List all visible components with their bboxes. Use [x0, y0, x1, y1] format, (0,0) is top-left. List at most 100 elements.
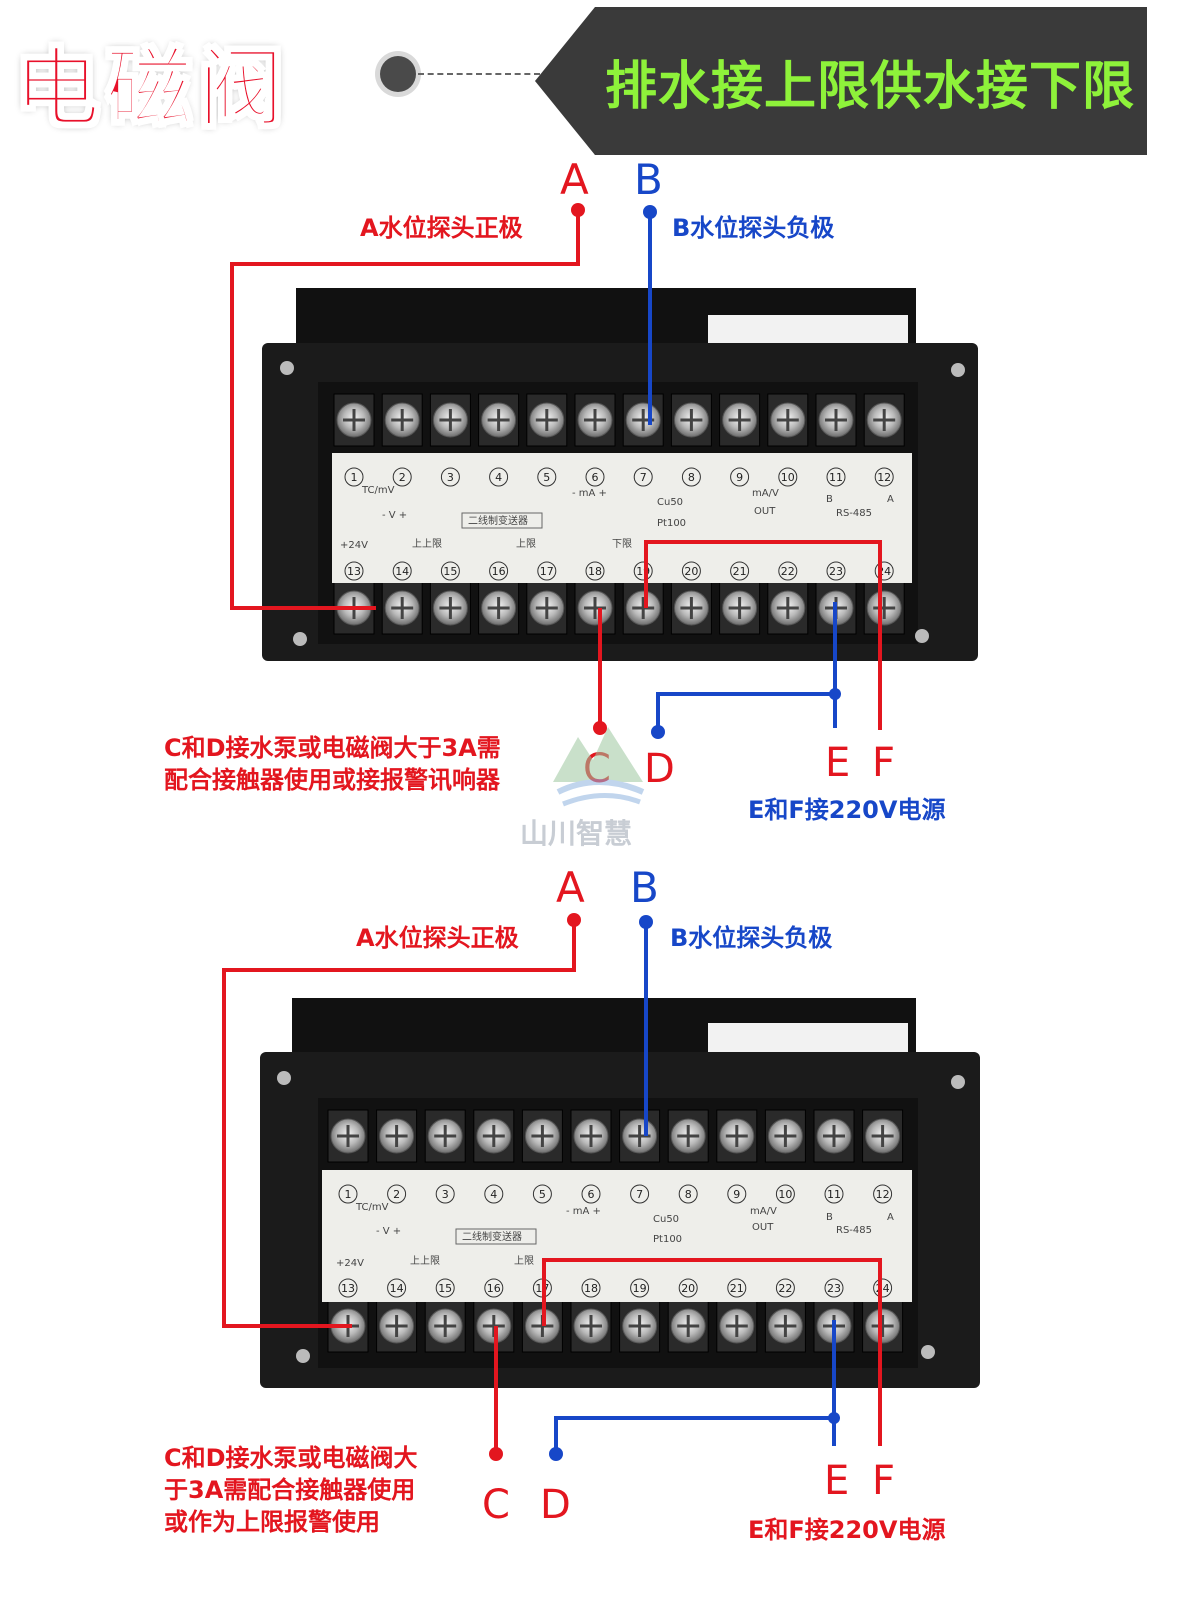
- terminal-screw-icon: [670, 393, 712, 447]
- label-f: F: [872, 1458, 895, 1504]
- label-e: E: [824, 1458, 849, 1504]
- terminal-a-dot: [567, 913, 581, 927]
- terminal-number-circle: [537, 467, 557, 487]
- terminal-screw-icon: [473, 1109, 515, 1163]
- terminal-screw-icon: [376, 1299, 418, 1353]
- wire-d-f: [644, 540, 882, 730]
- terminal-number: 1: [345, 1188, 352, 1201]
- terminal-screw-icon: [381, 581, 423, 635]
- junction-dot: [828, 1412, 840, 1424]
- terminal-number-circle: [678, 1278, 698, 1298]
- panel-ma-label: - mA +: [572, 488, 607, 499]
- terminal-number: 4: [490, 1188, 497, 1201]
- terminal-number-circle: [344, 561, 364, 581]
- mount-screw-icon: [293, 632, 307, 646]
- terminal-a-dot: [571, 203, 585, 217]
- terminal-number: 23: [829, 565, 843, 578]
- terminal-number-circle: [387, 1278, 407, 1298]
- terminal-number: 3: [447, 471, 454, 484]
- terminal-number-circle: [874, 467, 894, 487]
- terminal-number: 14: [390, 1282, 404, 1295]
- terminal-number: 2: [393, 1188, 400, 1201]
- terminal-screw-icon: [667, 1109, 709, 1163]
- terminal-screw-icon: [619, 1109, 661, 1163]
- top-terminal-row: [333, 393, 905, 447]
- terminal-screw-icon: [767, 393, 809, 447]
- terminal-number-circle: [484, 1184, 504, 1204]
- terminal-b-dot: [643, 205, 657, 219]
- terminal-number: 19: [636, 565, 650, 578]
- terminal-number: 7: [636, 1188, 643, 1201]
- label-b-desc: B水位探头负极: [670, 924, 832, 952]
- panel-v-label: - V +: [382, 510, 407, 521]
- terminal-number: 4: [495, 471, 502, 484]
- terminal-number: 7: [640, 471, 647, 484]
- terminal-number: 6: [592, 471, 599, 484]
- terminal-screw-icon: [622, 393, 664, 447]
- terminal-screw-icon: [862, 1299, 904, 1353]
- terminal-number-circle: [873, 1184, 893, 1204]
- terminal-number-circle: [730, 561, 750, 581]
- label-a-desc: A水位探头正极: [356, 924, 519, 952]
- terminal-number-circle: [440, 561, 460, 581]
- top-terminal-row: [327, 1109, 904, 1163]
- terminal-number: 12: [877, 471, 891, 484]
- label-cd-desc-1: C和D接水泵或电磁阀大于3A需: [164, 734, 501, 762]
- terminal-number-circle: [338, 1278, 358, 1298]
- mount-screw-icon: [280, 361, 294, 375]
- terminal-number: 10: [778, 1188, 792, 1201]
- terminal-number: 5: [543, 471, 550, 484]
- terminal-number-circle: [585, 561, 605, 581]
- terminal-number-circle: [873, 1278, 893, 1298]
- terminal-screw-icon: [570, 1109, 612, 1163]
- terminal-number-circle: [633, 467, 653, 487]
- terminal-label-panel: [332, 453, 912, 583]
- terminal-number-circle: [678, 1184, 698, 1204]
- terminal-number-circle: [440, 467, 460, 487]
- terminal-screw-icon: [521, 1109, 563, 1163]
- banner: [535, 7, 1147, 155]
- terminal-number-circle: [633, 561, 653, 581]
- terminal-screw-icon: [764, 1299, 806, 1353]
- panel-tc-label: TC/mV: [355, 1202, 389, 1213]
- terminal-screw-icon: [670, 581, 712, 635]
- terminal-number: 1: [351, 471, 358, 484]
- terminal-screw-icon: [667, 1299, 709, 1353]
- terminal-number-circle: [537, 561, 557, 581]
- terminal-number-circle: [585, 467, 605, 487]
- mount-screw-icon: [915, 629, 929, 643]
- label-e: E: [825, 740, 850, 786]
- terminal-number: 20: [681, 1282, 695, 1295]
- terminal-number: 9: [736, 471, 743, 484]
- terminal-screw-icon: [716, 1109, 758, 1163]
- panel-upper-upper-label: 上上限: [410, 1255, 440, 1267]
- label-cd-desc-2: 于3A需配合接触器使用: [164, 1476, 415, 1504]
- terminal-number: 8: [685, 1188, 692, 1201]
- bottom-terminal-row: [327, 1299, 904, 1353]
- panel-mav-label: mA/V: [752, 488, 779, 499]
- terminal-number: 18: [588, 565, 602, 578]
- terminal-screw-icon: [764, 1109, 806, 1163]
- label-d: D: [644, 746, 675, 792]
- terminal-number: 22: [781, 565, 795, 578]
- terminal-d-dot: [651, 725, 665, 739]
- terminal-screw-icon: [429, 393, 471, 447]
- terminal-label-panel: [322, 1170, 912, 1302]
- terminal-number: 9: [733, 1188, 740, 1201]
- terminal-b-dot: [639, 915, 653, 929]
- terminal-number-circle: [826, 561, 846, 581]
- terminal-number-circle: [630, 1184, 650, 1204]
- terminal-number: 18: [584, 1282, 598, 1295]
- banner-text: 排水接上限供水接下限: [605, 57, 1136, 117]
- terminal-screw-icon: [719, 581, 761, 635]
- terminal-number: 16: [487, 1282, 501, 1295]
- panel-mav-label: mA/V: [750, 1206, 777, 1217]
- bullet-dot: [380, 56, 416, 92]
- terminal-screw-icon: [424, 1299, 466, 1353]
- terminal-number-circle: [681, 467, 701, 487]
- terminal-number-circle: [730, 467, 750, 487]
- terminal-number: 3: [442, 1188, 449, 1201]
- terminal-number-circle: [392, 467, 412, 487]
